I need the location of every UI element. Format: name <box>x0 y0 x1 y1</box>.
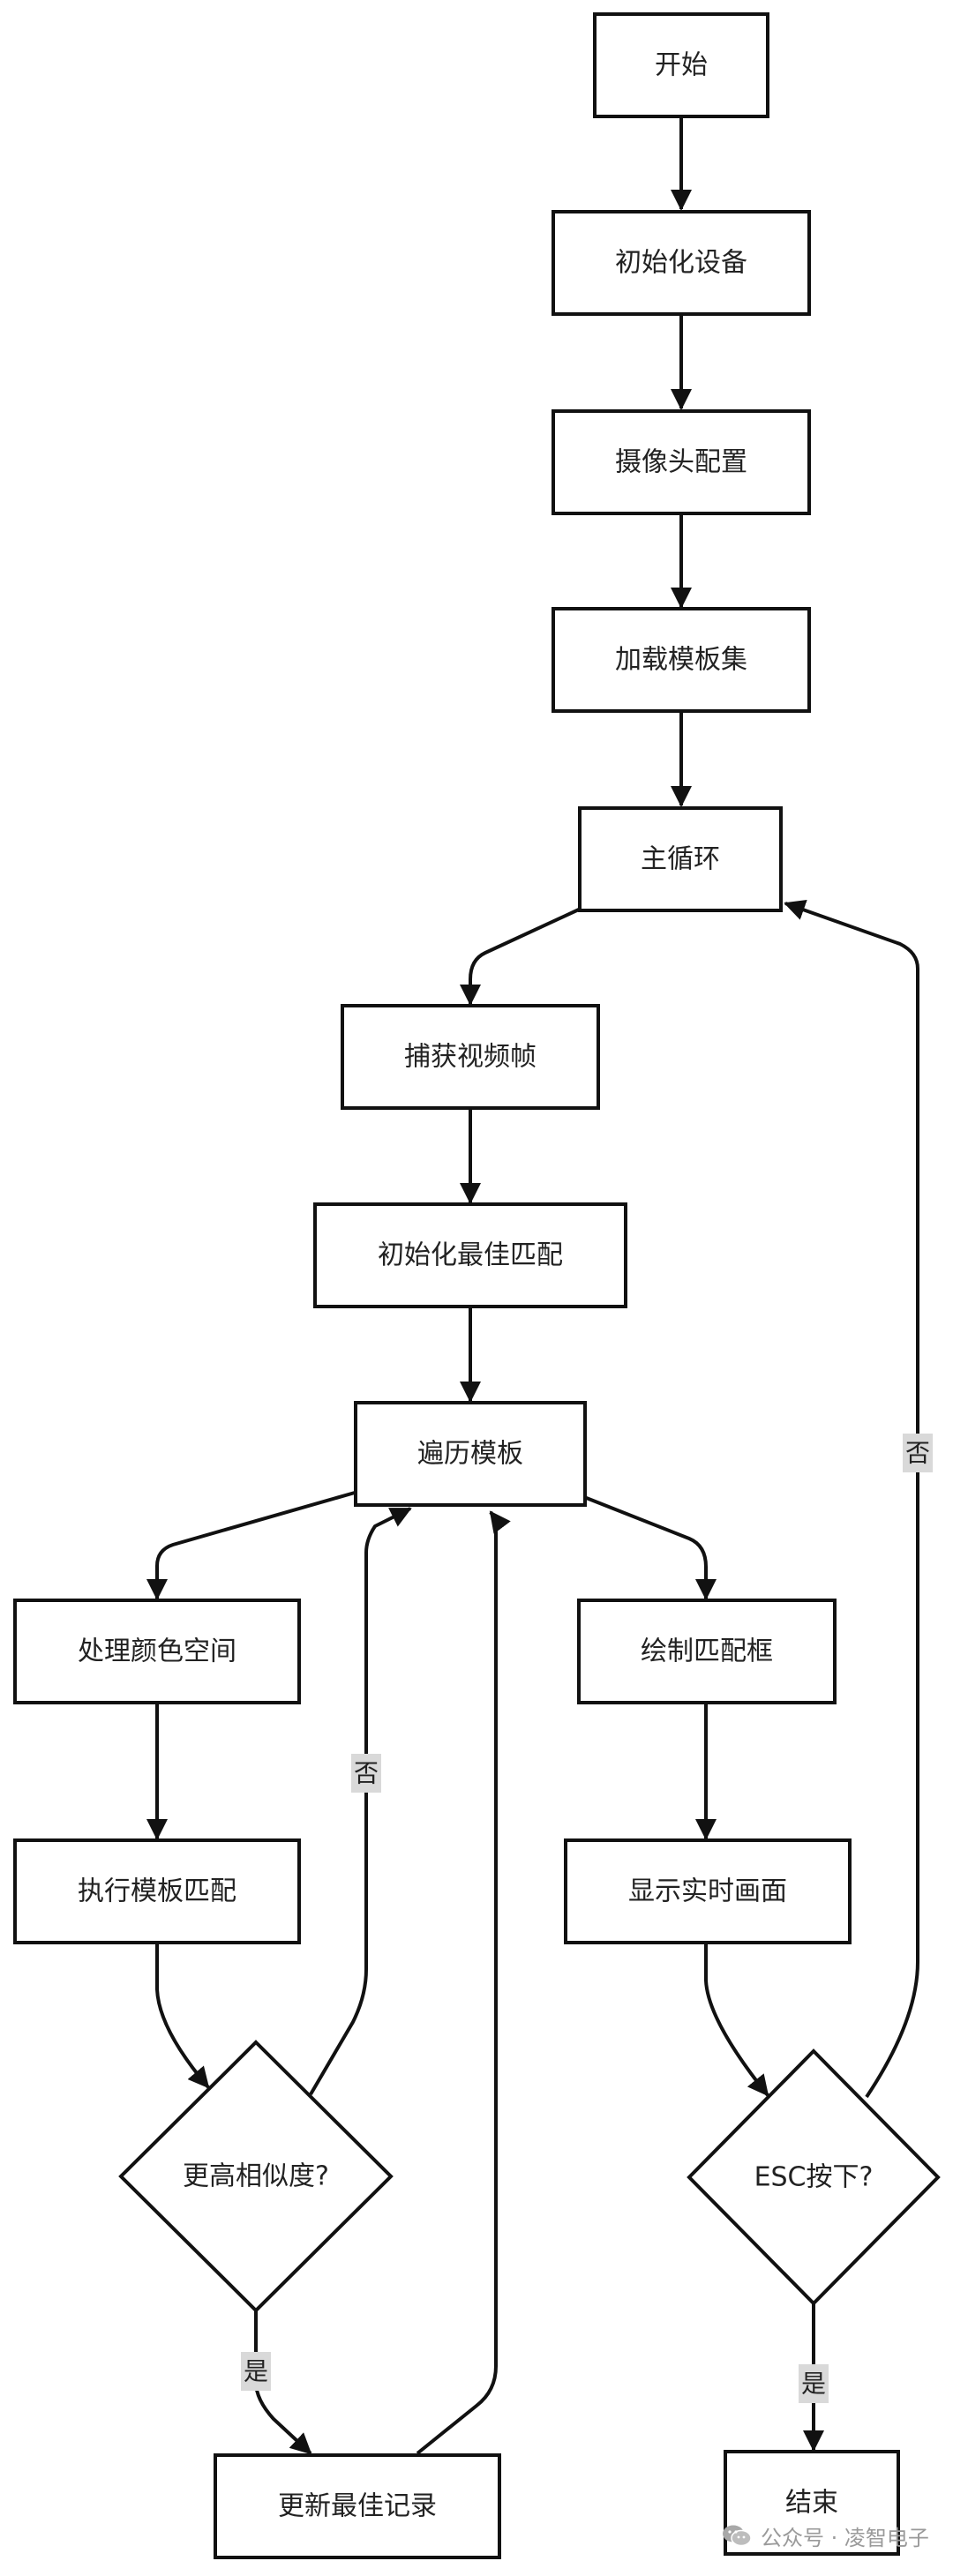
edge-label-similarity-yes: 是 <box>241 2352 271 2391</box>
svg-text:主循环: 主循环 <box>641 844 720 875</box>
svg-text:是: 是 <box>244 2357 268 2386</box>
node-process-colorspace: 处理颜色空间 <box>13 1599 301 1704</box>
edge-mainloop-to-capture <box>460 907 582 1006</box>
edge-show-to-esc <box>704 1943 769 2097</box>
edge-execute-to-similarity <box>155 1943 210 2089</box>
svg-text:遍历模板: 遍历模板 <box>417 1439 523 1470</box>
svg-text:显示实时画面: 显示实时画面 <box>628 1876 787 1907</box>
svg-text:初始化最佳匹配: 初始化最佳匹配 <box>378 1240 563 1271</box>
edge-label-similarity-no: 否 <box>351 1754 381 1793</box>
node-execute-match: 执行模板匹配 <box>13 1838 301 1944</box>
node-esc-pressed: ESC按下? <box>687 2048 941 2306</box>
svg-text:处理颜色空间: 处理颜色空间 <box>78 1636 236 1667</box>
edge-iterate-to-process <box>146 1491 356 1600</box>
watermark: 公众号 · 凌智电子 <box>722 2516 953 2555</box>
node-load-templates: 加载模板集 <box>552 607 811 713</box>
edge-iterate-to-draw <box>583 1495 717 1600</box>
node-draw-box: 绘制匹配框 <box>577 1599 837 1704</box>
node-init-device: 初始化设备 <box>552 210 811 316</box>
svg-text:执行模板匹配: 执行模板匹配 <box>78 1876 236 1907</box>
wechat-icon <box>723 2525 752 2547</box>
svg-text:捕获视频帧: 捕获视频帧 <box>404 1042 537 1073</box>
node-start: 开始 <box>593 12 769 118</box>
svg-text:结束: 结束 <box>785 2488 838 2519</box>
node-update-best: 更新最佳记录 <box>214 2453 501 2559</box>
svg-text:初始化设备: 初始化设备 <box>615 248 747 279</box>
svg-text:摄像头配置: 摄像头配置 <box>615 447 747 478</box>
svg-text:更高相似度?: 更高相似度? <box>183 2161 329 2192</box>
svg-text:绘制匹配框: 绘制匹配框 <box>641 1636 773 1667</box>
node-init-best-match: 初始化最佳匹配 <box>313 1202 627 1308</box>
node-end: 结束 <box>724 2450 900 2556</box>
svg-text:是: 是 <box>801 2370 826 2399</box>
edge-label-esc-yes: 是 <box>799 2364 829 2403</box>
node-iterate-templates: 遍历模板 <box>354 1401 587 1507</box>
edge-esc-no-to-mainloop <box>784 900 919 2099</box>
svg-text:否: 否 <box>905 1439 930 1468</box>
edge-label-esc-no: 否 <box>903 1434 933 1472</box>
watermark-text: 公众号 · 凌智电子 <box>761 2525 929 2550</box>
node-show-frame: 显示实时画面 <box>564 1838 852 1944</box>
svg-text:更新最佳记录: 更新最佳记录 <box>278 2491 437 2522</box>
node-camera-config: 摄像头配置 <box>552 409 811 515</box>
svg-text:ESC按下?: ESC按下? <box>754 2162 874 2193</box>
node-higher-similarity: 更高相似度? <box>118 2040 394 2313</box>
svg-text:开始: 开始 <box>655 50 708 81</box>
svg-text:否: 否 <box>354 1759 379 1788</box>
edge-similarity-no-to-iterate <box>309 1507 412 2096</box>
node-main-loop: 主循环 <box>578 806 783 912</box>
svg-text:加载模板集: 加载模板集 <box>615 645 747 676</box>
node-capture-frame: 捕获视频帧 <box>341 1004 600 1110</box>
edge-update-to-iterate <box>416 1510 511 2455</box>
